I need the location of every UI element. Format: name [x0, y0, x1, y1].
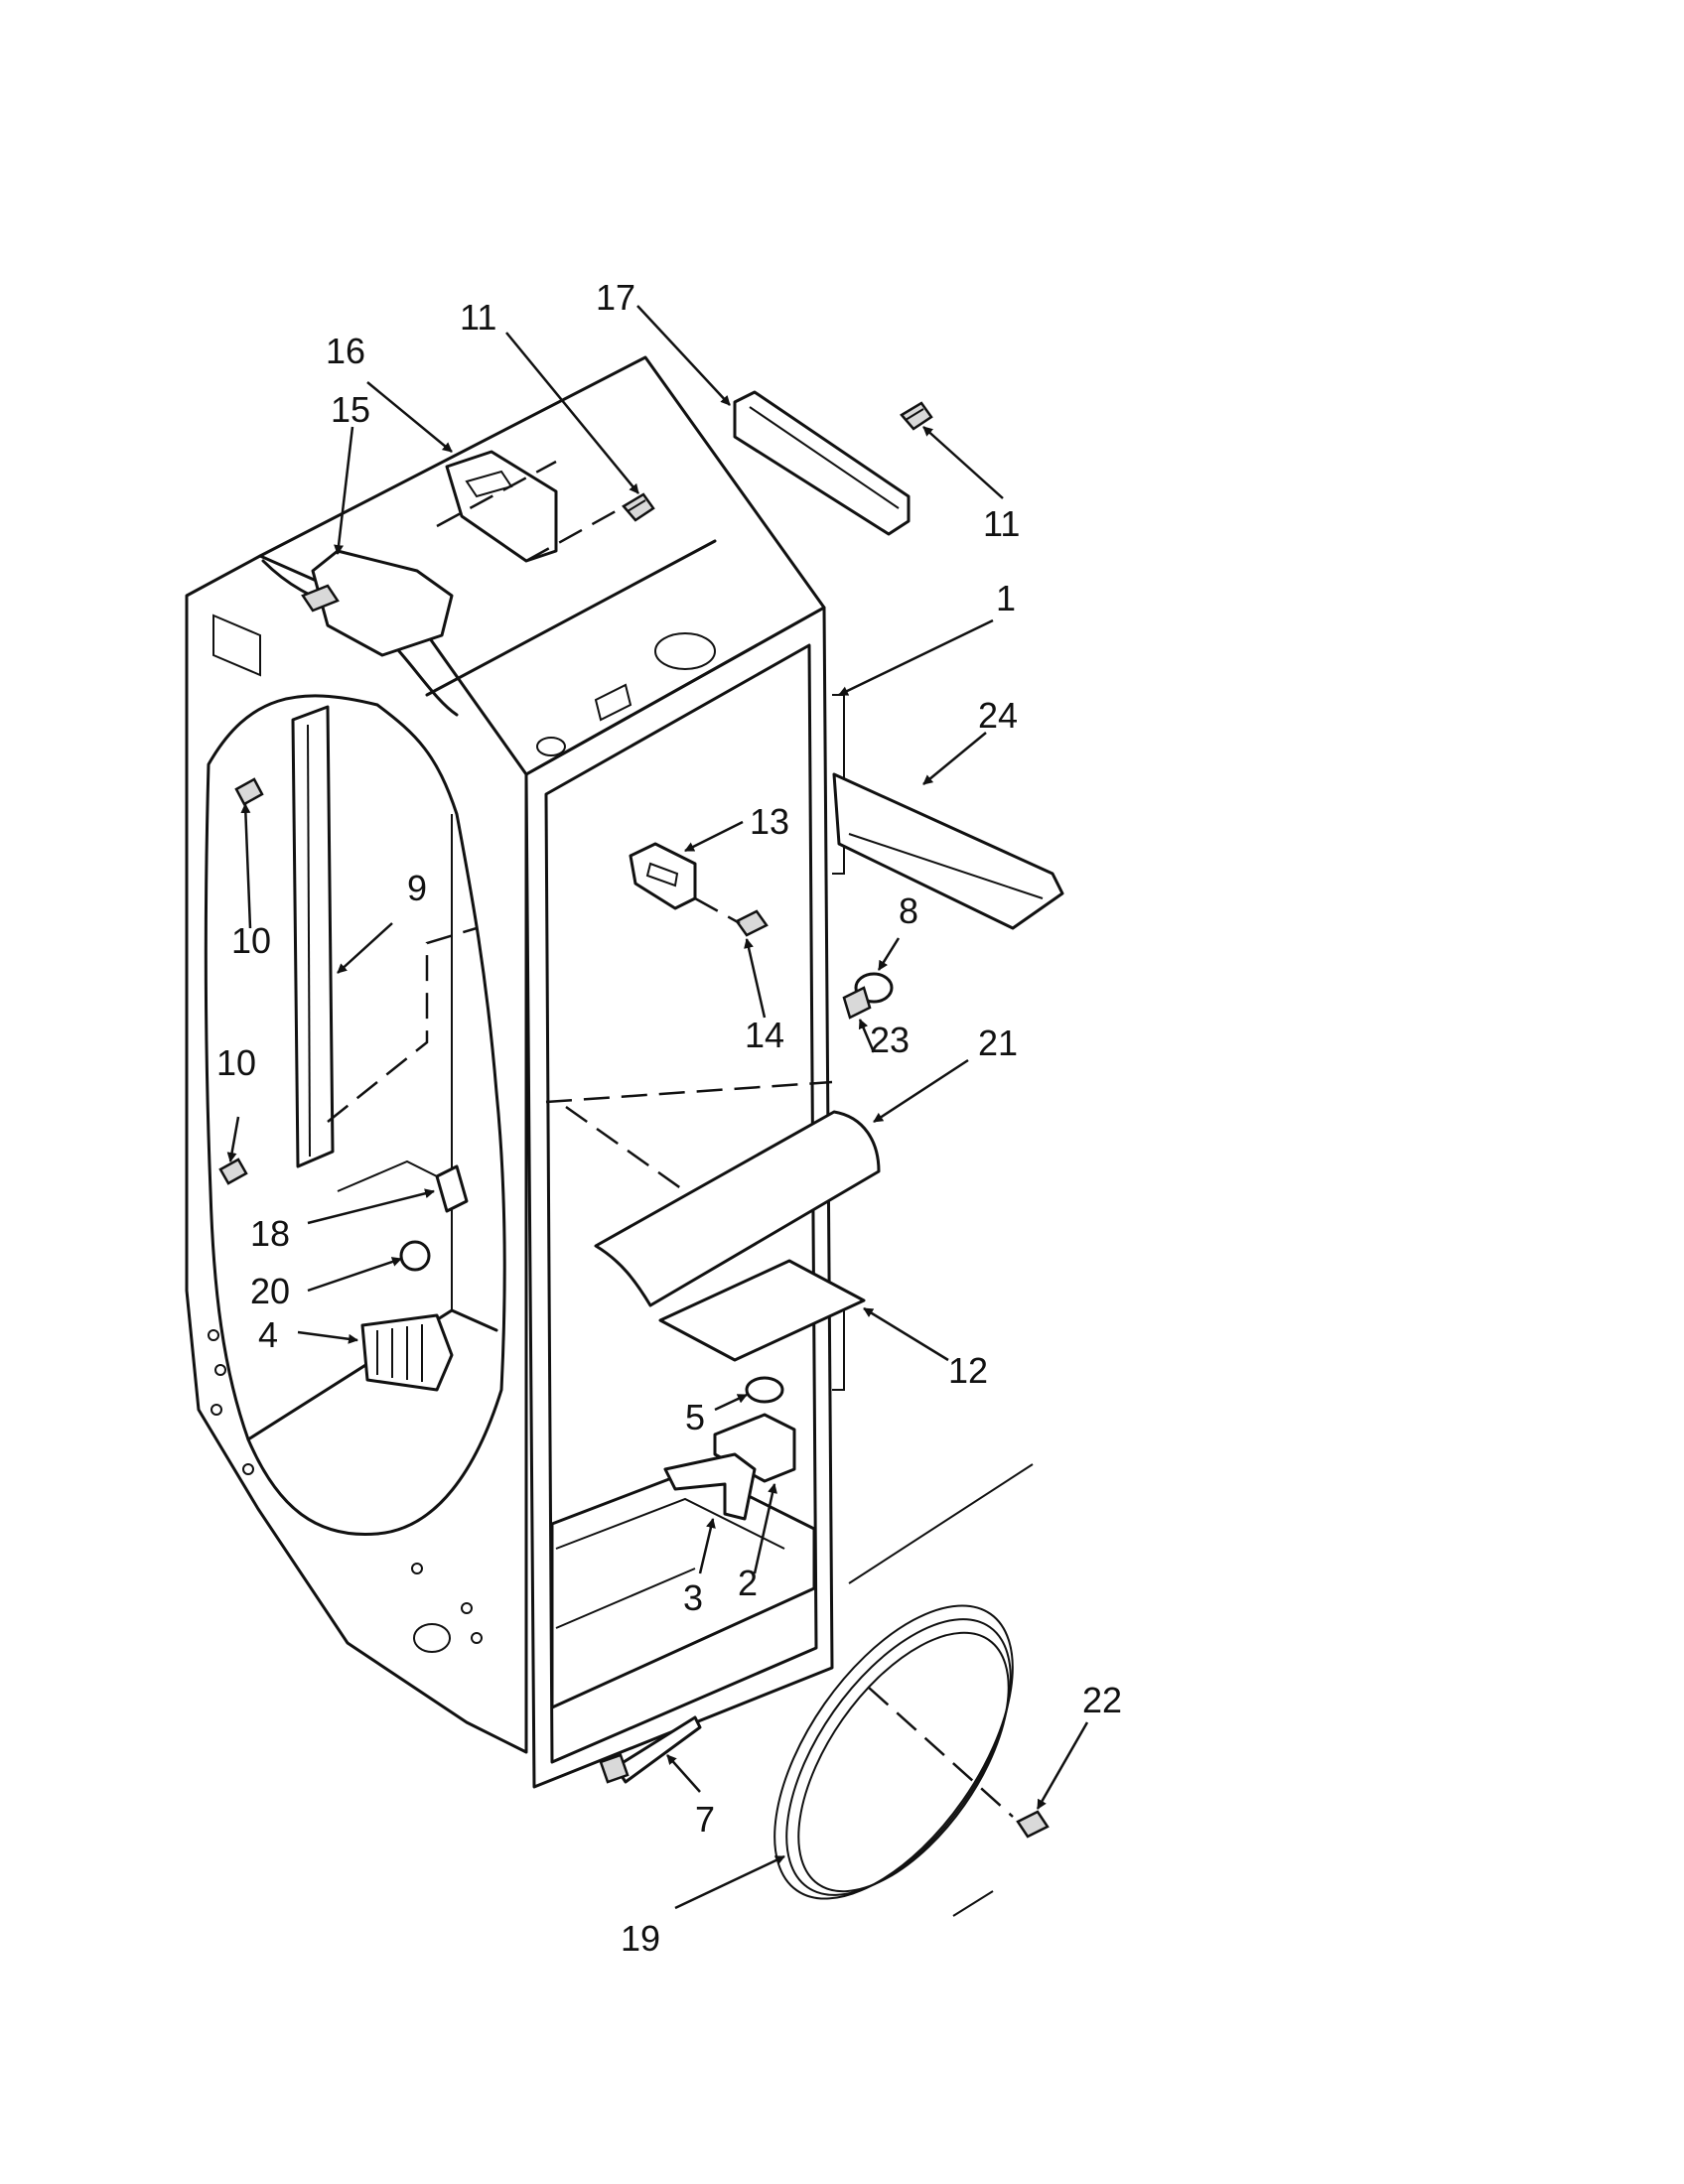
- callout-12: 12: [948, 1350, 988, 1391]
- rail-part: [832, 772, 1064, 930]
- callout-24: 24: [978, 695, 1018, 736]
- callout-15: 15: [331, 389, 370, 430]
- callout-7: 7: [695, 1799, 715, 1840]
- callout-1: 1: [996, 578, 1016, 618]
- callout-13: 13: [750, 801, 789, 842]
- light-socket-part: [337, 1160, 469, 1213]
- screw-part: [694, 896, 769, 937]
- screw-part: [1016, 1810, 1050, 1839]
- callout-14: 14: [745, 1015, 784, 1055]
- curved-cover-part: [594, 1110, 881, 1307]
- screw-part: [900, 401, 933, 431]
- grommet-part: [745, 1376, 784, 1404]
- bushing-part: [842, 972, 894, 1020]
- coiled-tubing-part: [773, 1463, 1034, 1917]
- callout-3: 3: [683, 1577, 703, 1618]
- callout-4: 4: [258, 1314, 278, 1355]
- callout-labels: 17 11 16 15 11 1 24 13 9 10 8 14 10 23 2…: [216, 277, 1122, 1959]
- callout-20: 20: [250, 1271, 290, 1311]
- callout-18: 18: [250, 1213, 290, 1254]
- cabinet-liner: [185, 355, 845, 1789]
- bracket-part: [629, 842, 697, 910]
- panel-part: [658, 1259, 866, 1362]
- callout-21: 21: [978, 1023, 1018, 1063]
- callout-10: 10: [231, 920, 271, 961]
- vent-part: [360, 1313, 454, 1392]
- callout-11: 11: [460, 297, 496, 338]
- callout-10: 10: [216, 1042, 256, 1083]
- light-housing-part: [301, 549, 454, 657]
- callout-8: 8: [899, 890, 918, 931]
- callout-23: 23: [870, 1020, 910, 1060]
- light-bulb-part: [399, 1240, 431, 1272]
- callout-17: 17: [596, 277, 635, 318]
- callout-19: 19: [621, 1918, 660, 1959]
- leader-lines: [226, 305, 1089, 1910]
- screw-part: [622, 492, 655, 522]
- callout-5: 5: [685, 1397, 705, 1437]
- top-rail-part: [733, 390, 911, 536]
- callout-2: 2: [738, 1563, 758, 1603]
- cable-tie-part: [599, 1715, 702, 1784]
- screw-part: [218, 777, 264, 1185]
- callout-9: 9: [407, 868, 427, 908]
- callout-22: 22: [1082, 1680, 1122, 1720]
- callout-16: 16: [326, 331, 365, 371]
- vertical-rail-part: [291, 705, 478, 1168]
- bracket-part: [663, 1452, 757, 1521]
- light-bracket-part: [436, 450, 617, 563]
- callout-11: 11: [983, 503, 1020, 544]
